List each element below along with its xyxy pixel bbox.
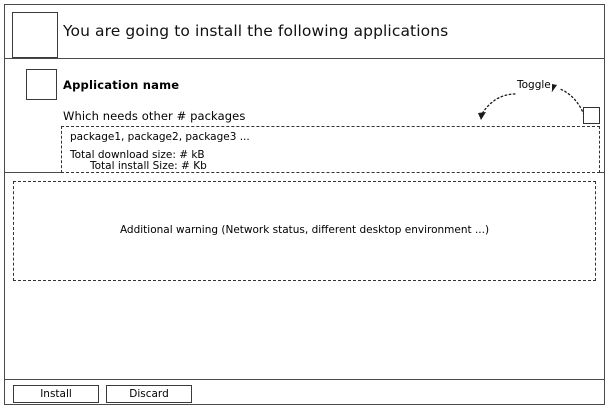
expand-details-toggle[interactable] xyxy=(583,107,600,124)
dialog-header: You are going to install the following a… xyxy=(5,5,604,59)
application-icon-placeholder xyxy=(26,69,57,100)
additional-warning-text: Additional warning (Network status, diff… xyxy=(119,224,490,236)
install-confirmation-dialog: You are going to install the following a… xyxy=(4,4,605,405)
header-icon-placeholder xyxy=(12,12,58,58)
additional-warning-box: Additional warning (Network status, diff… xyxy=(13,181,596,281)
application-dependencies-summary: Which needs other # packages xyxy=(63,109,246,123)
page-title: You are going to install the following a… xyxy=(63,22,449,40)
application-section: Application name Which needs other # pac… xyxy=(5,60,604,173)
package-details-box: package1, package2, package3 ... Total d… xyxy=(61,126,600,173)
total-download-size: Total download size: # kB xyxy=(70,149,205,161)
install-button[interactable]: Install xyxy=(13,385,99,403)
discard-button[interactable]: Discard xyxy=(106,385,192,403)
toggle-annotation-label: Toggle xyxy=(516,79,552,91)
application-name: Application name xyxy=(63,78,180,92)
package-list: package1, package2, package3 ... xyxy=(70,131,250,143)
dialog-action-bar: Install Discard xyxy=(5,379,604,404)
total-install-size: Total install Size: # Kb xyxy=(90,160,207,172)
